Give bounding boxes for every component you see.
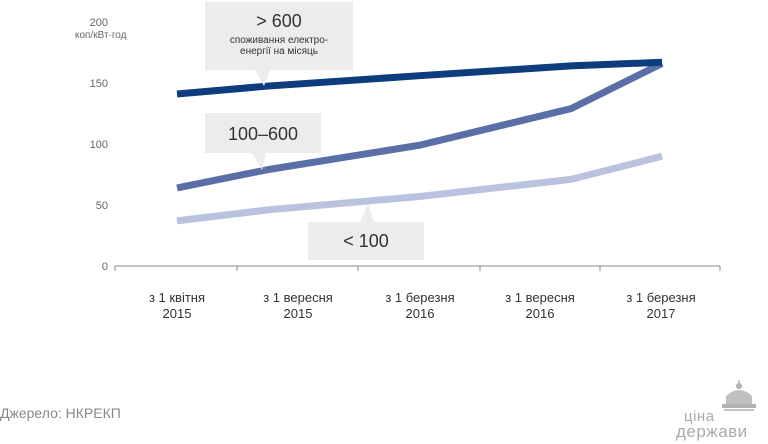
y-tick-label: 50: [96, 200, 108, 212]
series-line: [176, 152, 663, 225]
callout-mid-box: [205, 113, 321, 153]
logo: ціна держави: [676, 378, 766, 442]
y-tick-label: 200: [90, 17, 108, 29]
series-line: [176, 58, 663, 98]
y-axis-label: коп/кВт·год: [75, 30, 127, 41]
callout-low-box: [308, 222, 424, 260]
y-tick-label: 100: [90, 139, 108, 151]
y-tick-label: 0: [102, 261, 108, 273]
y-tick-label: 150: [90, 78, 108, 90]
callout-high-sublabel: енергії на місяць: [240, 46, 318, 57]
callout-high-pointer: [255, 70, 270, 86]
series-line: [176, 60, 664, 192]
callout-mid-pointer: [252, 153, 266, 170]
callout-high-sublabel: споживання електро-: [230, 35, 328, 46]
callout-high-box: [205, 2, 353, 70]
building-icon: [722, 380, 756, 411]
callout-high-label: > 600: [256, 11, 302, 31]
logo-text-bottom: держави: [676, 422, 748, 441]
callout-low-pointer: [360, 204, 374, 222]
callout-low-label: < 100: [343, 231, 389, 251]
callout-mid-label: 100–600: [228, 124, 298, 144]
source-note: Джерело: НКРЕКП: [0, 405, 121, 421]
logo-text-top: ціна: [684, 408, 715, 425]
